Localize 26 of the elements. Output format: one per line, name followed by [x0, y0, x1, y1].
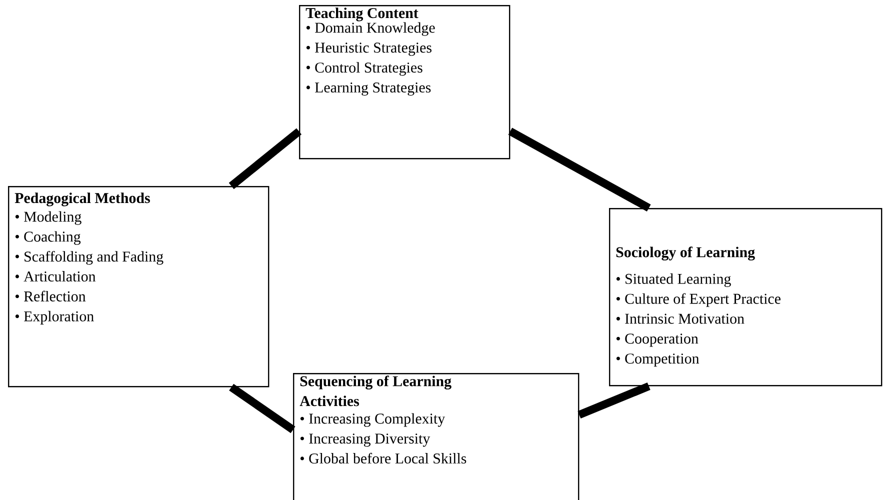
list-item: • Global before Local Skills	[300, 452, 466, 464]
text-box: Teaching Content • Domain Knowledge • Heuristic Strategies • Control Strategies • Learning Strategies	[299, 5, 510, 160]
list-item: • Scaffolding and Fading	[15, 250, 164, 265]
connector-line	[229, 384, 296, 434]
list-item: • Competition	[616, 354, 700, 367]
list-item: • Reflection	[15, 290, 86, 302]
list-item: • Situated Learning	[616, 273, 731, 287]
text-box: Sociology of Learning • Situated Learning • Culture of Expert Practice • Intrinsic Motivation • Cooperation • Competition	[609, 208, 882, 386]
list-item: • Increasing Complexity	[300, 413, 446, 427]
list-item: • Increasing Diversity	[300, 434, 430, 447]
connector-line	[508, 128, 651, 212]
connector-line	[228, 128, 302, 190]
list-item: • Coaching	[15, 231, 81, 245]
list-item: • Modeling	[15, 211, 82, 225]
list-item: • Domain Knowledge	[306, 22, 435, 36]
list-item: • Heuristic Strategies	[306, 42, 432, 56]
list-item: • Intrinsic Motivation	[616, 314, 744, 324]
list-item: • Articulation	[15, 271, 96, 282]
list-item: • Learning Strategies	[306, 82, 431, 96]
list-item: • Cooperation	[616, 334, 698, 347]
list-item: • Exploration	[15, 310, 94, 324]
text-box: Sequencing of Learning Activities • Increasing Complexity • Increasing Diversity • Global before Local Skills	[293, 373, 580, 500]
list-item: • Control Strategies	[306, 62, 422, 76]
connector-line	[578, 382, 650, 419]
list-item: • Culture of Expert Practice	[616, 293, 780, 307]
text-box: Pedagogical Methods • Modeling • Coaching • Scaffolding and Fading • Articulation • Reflection • Exploration	[8, 186, 270, 388]
